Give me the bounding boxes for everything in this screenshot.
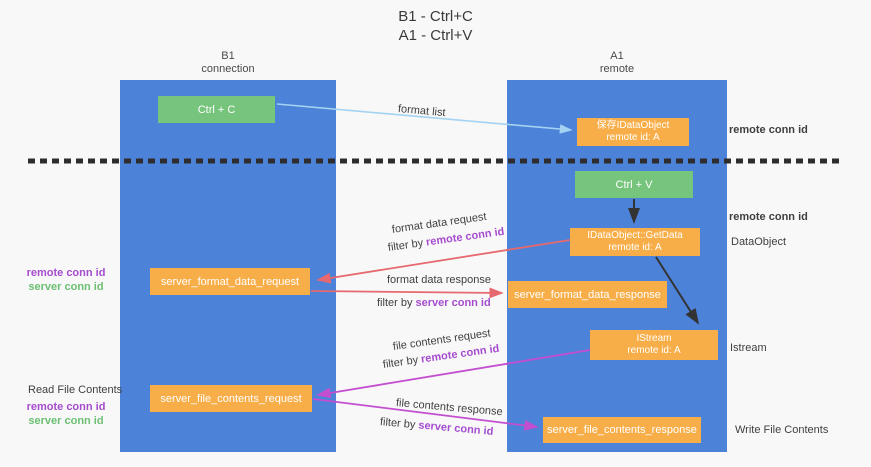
dataobject-label: DataObject [731,236,787,248]
left-mid-remote-conn-id: remote conn id [26,267,106,279]
title-line-2: A1 - Ctrl+V [398,27,473,44]
server-file-contents-response-label: server_file_contents_response [547,424,697,436]
getdata-line1: IDataObject::GetData [587,230,683,241]
lifeline-a1-name: A1 [610,50,624,62]
getdata-node: IDataObject::GetData remote id: A [570,228,700,256]
filter-by-server-conn-id-1-label: filter by server conn id [377,297,491,309]
diagram-title: B1 - Ctrl+C A1 - Ctrl+V [0,7,871,45]
ctrl-v-node: Ctrl + V [575,171,693,198]
file-contents-response-label: file contents response [395,397,504,419]
filter-prefix: filter by [379,416,419,432]
left-bottom-conn-ids: remote conn id server conn id [18,400,114,428]
format-list-label: format list [397,103,447,120]
left-bottom-remote-conn-id: remote conn id [26,401,106,413]
lifeline-b1-role: connection [201,63,255,75]
read-file-contents-label: Read File Contents [28,384,123,396]
ctrl-v-label: Ctrl + V [615,178,653,191]
write-file-contents-label: Write File Contents [735,424,829,436]
filter-value: server conn id [415,297,491,309]
server-file-contents-request-node: server_file_contents_request [150,385,312,412]
filter-by-server-conn-id-2-label: filter by server conn id [379,416,493,438]
ctrl-c-node: Ctrl + C [158,96,275,123]
left-mid-conn-ids: remote conn id server conn id [18,266,114,294]
server-format-data-response-node: server_format_data_response [508,281,667,308]
server-file-contents-request-label: server_file_contents_request [160,392,302,405]
format-data-response-label: format data response [387,274,491,286]
server-format-data-request-node: server_format_data_request [150,268,310,295]
remote-conn-id-mid-label: remote conn id [729,211,808,223]
getdata-line2: remote id: A [608,242,662,253]
save-dataobject-line1: 保存IDataObject [596,120,670,131]
save-dataobject-line2: remote id: A [606,132,660,143]
lifeline-a1-role: remote [599,63,635,75]
lifeline-b1-header: B1 connection [120,50,336,76]
ctrl-c-label: Ctrl + C [197,103,236,116]
lifeline-a1-header: A1 remote [507,50,727,76]
title-line-1: B1 - Ctrl+C [398,8,473,25]
istream-line2: remote id: A [627,345,681,356]
server-file-contents-response-node: server_file_contents_response [543,417,701,443]
istream-node: IStream remote id: A [590,330,718,360]
left-bottom-server-conn-id: server conn id [28,415,104,427]
filter-prefix: filter by [387,236,427,254]
filter-prefix: filter by [377,297,416,309]
filter-value: server conn id [417,419,494,438]
left-mid-server-conn-id: server conn id [28,281,104,293]
istream-line1: IStream [636,333,672,344]
lifeline-b1-name: B1 [221,50,235,62]
server-format-data-request-label: server_format_data_request [160,275,300,288]
server-format-data-response-label: server_format_data_response [514,288,661,301]
istream-side-label: Istream [730,342,767,354]
remote-conn-id-top-label: remote conn id [729,124,808,136]
save-dataobject-node: 保存IDataObject remote id: A [577,118,689,146]
format-data-response-arrow [310,287,504,299]
filter-prefix: filter by [382,353,422,371]
